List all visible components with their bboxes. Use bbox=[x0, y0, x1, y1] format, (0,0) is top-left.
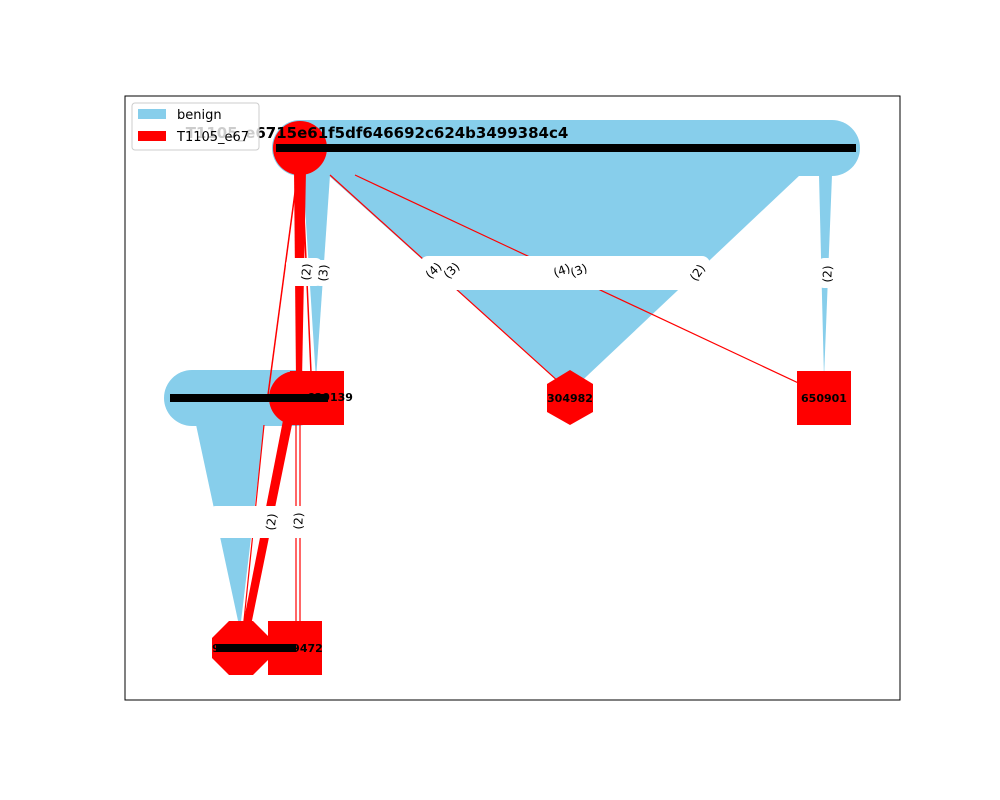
edge-label-band bbox=[208, 506, 308, 538]
legend-swatch-benign bbox=[138, 109, 166, 119]
edge-label-root-mid-a: (2) bbox=[299, 263, 314, 281]
node-bsq-label: 1039472 bbox=[269, 642, 323, 655]
node-root-label-smear bbox=[276, 144, 856, 152]
edge-label-box bbox=[314, 260, 334, 286]
node-mid-label: 629139 bbox=[307, 391, 353, 404]
edge-label-box bbox=[818, 258, 838, 288]
node-mid-label-smear bbox=[170, 394, 328, 402]
node-sq[interactable] bbox=[797, 371, 851, 425]
root-title-label: T1105_e6715e61f5df646692c624b3499384c4 bbox=[186, 124, 569, 142]
edge-label-mid-oct: (2) bbox=[263, 513, 279, 532]
edge-label-root-mid-b: (3) bbox=[316, 264, 331, 282]
node-sq-label: 650901 bbox=[801, 392, 847, 405]
edge-label-band bbox=[420, 256, 710, 290]
node-hex[interactable] bbox=[547, 370, 593, 425]
edge-labels: (2) (3) (4) (3) (4) (3) (2) (2) (2) (2) bbox=[208, 256, 838, 538]
edge-label-mid-bsq: (2) bbox=[291, 512, 306, 529]
nodes: 629139 304982 650901 9 1039472 bbox=[170, 121, 856, 675]
edge-label-box bbox=[286, 258, 322, 286]
node-hex-label: 304982 bbox=[547, 392, 593, 405]
legend-label-benign: benign bbox=[177, 108, 222, 123]
edge-label-root-hex-d: (3) bbox=[568, 261, 589, 280]
node-oct-label-smear bbox=[216, 644, 296, 652]
edge-label-root-sq-b: (2) bbox=[820, 265, 835, 282]
edge-label-root-hex-c: (4) bbox=[551, 261, 572, 280]
node-oct-label: 9 bbox=[212, 642, 220, 655]
legend-label-attack: T1105_e67 bbox=[176, 130, 249, 145]
legend: benign T1105_e67 bbox=[131, 102, 260, 151]
edge-root-mid-red-b bbox=[267, 169, 299, 396]
legend-swatch-attack bbox=[138, 131, 166, 141]
